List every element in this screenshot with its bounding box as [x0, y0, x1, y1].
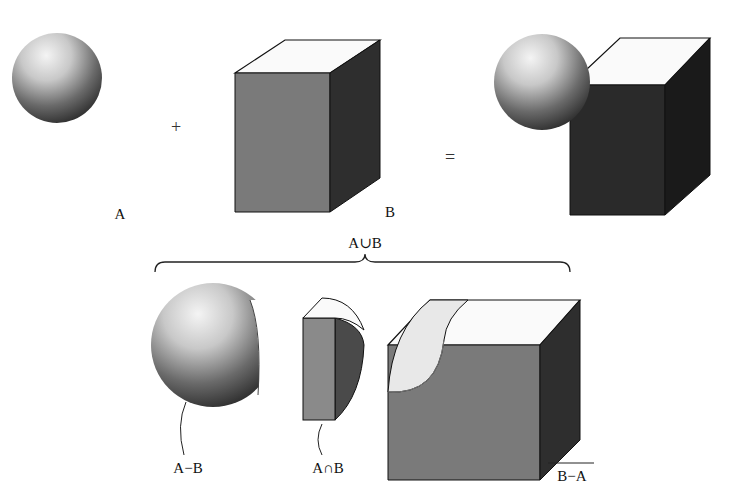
leader-line	[548, 463, 594, 464]
set-label: B−A	[557, 468, 586, 485]
leader-line	[180, 402, 186, 455]
a-intersect-b	[303, 298, 364, 420]
sphere-a	[12, 33, 102, 123]
leader-line	[318, 424, 322, 455]
operator-symbol: +	[171, 118, 181, 138]
union-result	[494, 34, 710, 215]
set-label: A	[115, 206, 126, 223]
set-label: A−B	[173, 460, 202, 477]
operator-symbol: =	[445, 148, 455, 168]
set-label: A∩B	[312, 460, 344, 477]
set-label: B	[385, 204, 395, 221]
set-label: A∪B	[348, 235, 381, 252]
cube-b	[235, 40, 380, 212]
b-minus-a	[388, 300, 580, 480]
a-minus-b	[151, 283, 275, 407]
union-bracket	[155, 254, 570, 272]
